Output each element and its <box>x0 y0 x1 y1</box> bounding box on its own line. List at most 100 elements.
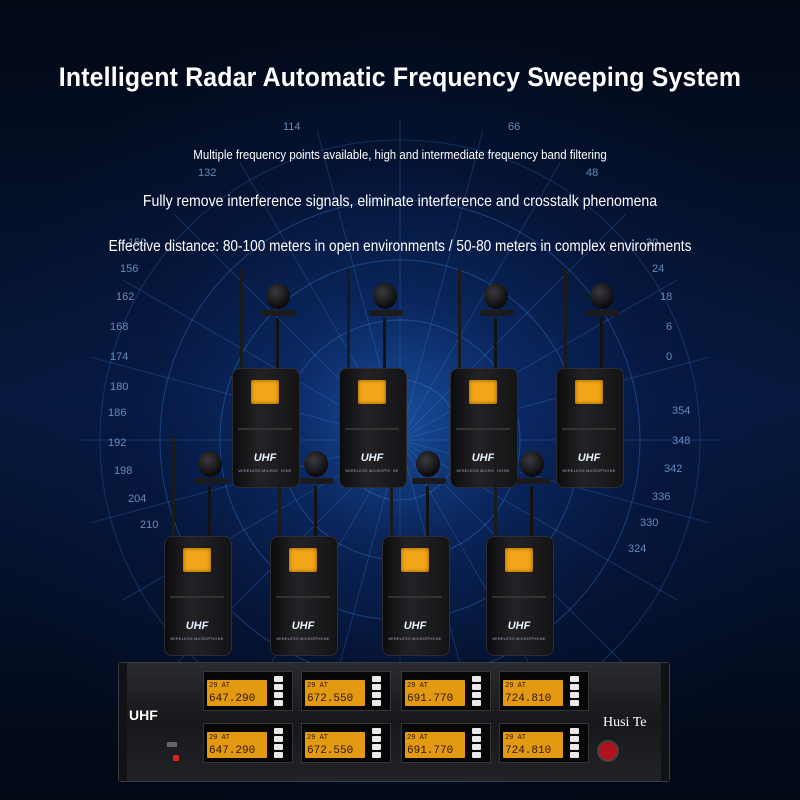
bodypack-transmitter: UHF WIRELESS MICROPHONE <box>164 536 232 656</box>
radar-degree-label: 198 <box>114 465 132 477</box>
channel-button[interactable] <box>372 700 381 706</box>
radar-degree-label: 156 <box>120 263 138 275</box>
radar-degree-label: 0 <box>666 351 672 363</box>
channel-button[interactable] <box>472 676 481 682</box>
channel-button[interactable] <box>274 692 283 698</box>
channel-button[interactable] <box>372 692 381 698</box>
bodypack-logo: UHF <box>471 452 495 464</box>
radar-degree-label: 6 <box>666 321 672 333</box>
channel-button[interactable] <box>570 744 579 750</box>
channel-button[interactable] <box>372 684 381 690</box>
bodypack-seam <box>276 596 330 598</box>
bodypack-logo: UHF <box>360 452 384 464</box>
channel-button[interactable] <box>274 752 283 758</box>
channel-button[interactable] <box>274 684 283 690</box>
lavalier-cable <box>494 318 497 368</box>
channel-button[interactable] <box>274 736 283 742</box>
radar-degree-label: 24 <box>652 263 664 275</box>
lavalier-cable <box>208 486 211 536</box>
power-button[interactable] <box>597 740 619 762</box>
channel-button[interactable] <box>274 728 283 734</box>
channel-button[interactable] <box>472 700 481 706</box>
lavalier-microphone <box>373 283 397 309</box>
lavalier-clip <box>194 478 228 484</box>
radar-degree-label: 348 <box>672 435 690 447</box>
lavalier-clip <box>516 478 550 484</box>
bodypack-subtitle: WIRELESS MICROPHONE <box>492 636 546 641</box>
feature-effective-distance: Effective distance: 80-100 meters in ope… <box>108 238 692 255</box>
channel-button[interactable] <box>372 752 381 758</box>
bodypack-logo: UHF <box>403 620 427 632</box>
channel-button[interactable] <box>372 676 381 682</box>
channel-button[interactable] <box>570 728 579 734</box>
bodypack-subtitle: WIRELESS MICROPHONE <box>388 636 442 641</box>
lavalier-microphone <box>304 451 328 477</box>
bodypack-antenna <box>278 436 281 536</box>
radar-degree-label: 186 <box>108 407 126 419</box>
channel-meta: 29 AT <box>307 734 329 742</box>
channel-button[interactable] <box>570 684 579 690</box>
bodypack-screen <box>289 548 317 572</box>
radar-degree-label: 324 <box>628 543 646 555</box>
bodypack-seam <box>345 428 399 430</box>
radar-degree-label: 114 <box>283 121 301 133</box>
bodypack-screen <box>183 548 211 572</box>
radar-degree-label: 66 <box>508 121 520 133</box>
channel-button[interactable] <box>570 736 579 742</box>
channel-button[interactable] <box>472 744 481 750</box>
channel-button[interactable] <box>472 684 481 690</box>
bodypack-antenna <box>390 436 393 536</box>
lavalier-microphone <box>416 451 440 477</box>
channel-meta: 29 AT <box>209 734 231 742</box>
channel-button[interactable] <box>274 700 283 706</box>
channel-button[interactable] <box>570 700 579 706</box>
bodypack-logo: UHF <box>185 620 209 632</box>
bodypack-subtitle: WIRELESS MICROPHONE <box>170 636 224 641</box>
channel-button[interactable] <box>472 736 481 742</box>
bodypack-seam <box>170 596 224 598</box>
receiver-channel: 29 AT 647.290 <box>203 723 293 763</box>
channel-lcd: 29 AT 647.290 <box>207 732 267 758</box>
channel-meta: 29 AT <box>407 682 429 690</box>
bodypack-subtitle: WIRELESS MICROPHONE <box>345 468 399 473</box>
channel-button[interactable] <box>372 744 381 750</box>
channel-button[interactable] <box>472 692 481 698</box>
radar-degree-label: 204 <box>128 493 146 505</box>
lavalier-microphone <box>590 283 614 309</box>
channel-frequency: 672.550 <box>307 693 354 705</box>
channel-button[interactable] <box>570 692 579 698</box>
lavalier-cable <box>314 486 317 536</box>
channel-frequency: 647.290 <box>209 745 256 757</box>
bodypack-seam <box>388 596 442 598</box>
channel-button[interactable] <box>274 676 283 682</box>
feature-frequency-points: Multiple frequency points available, hig… <box>193 147 607 162</box>
lavalier-cable <box>530 486 533 536</box>
bodypack-subtitle: WIRELESS MICROPHONE <box>456 468 510 473</box>
bodypack-antenna <box>564 268 567 368</box>
lavalier-cable <box>276 318 279 368</box>
radar-degree-label: 150 <box>128 237 146 249</box>
lavalier-clip <box>586 310 620 316</box>
bodypack-subtitle: WIRELESS MICROPHONE <box>562 468 616 473</box>
channel-button[interactable] <box>472 752 481 758</box>
channel-button[interactable] <box>274 744 283 750</box>
rack-ear-right <box>661 663 669 781</box>
channel-button[interactable] <box>570 752 579 758</box>
bodypack-transmitter: UHF WIRELESS MICROPHONE <box>382 536 450 656</box>
bodypack-antenna <box>240 268 243 368</box>
fbx-led <box>173 755 179 761</box>
radar-degree-label: 18 <box>660 291 672 303</box>
channel-button[interactable] <box>472 728 481 734</box>
channel-meta: 29 AT <box>505 682 527 690</box>
channel-button[interactable] <box>372 736 381 742</box>
channel-button[interactable] <box>372 728 381 734</box>
bodypack-subtitle: WIRELESS MICROPHONE <box>238 468 292 473</box>
channel-button[interactable] <box>570 676 579 682</box>
